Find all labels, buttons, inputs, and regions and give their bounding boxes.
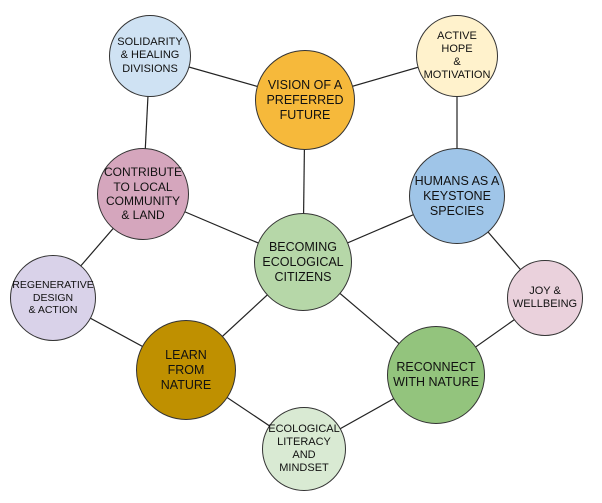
node-label: SOLIDARITY & HEALING DIVISIONS [117, 36, 183, 75]
node-learn-from-nature: LEARN FROM NATURE [136, 320, 236, 420]
node-ecological-literacy-mindset: ECOLOGICAL LITERACY AND MINDSET [262, 407, 346, 491]
node-contribute-to-local-community: CONTRIBUTE TO LOCAL COMMUNITY & LAND [97, 148, 189, 240]
node-joy-wellbeing: JOY & WELLBEING [507, 260, 583, 336]
node-label: HUMANS AS A KEYSTONE SPECIES [414, 173, 500, 218]
node-label: CONTRIBUTE TO LOCAL COMMUNITY & LAND [104, 165, 182, 223]
node-label: BECOMING ECOLOGICAL CITIZENS [262, 239, 344, 284]
node-label: JOY & WELLBEING [512, 284, 578, 310]
node-humans-as-keystone-species: HUMANS AS A KEYSTONE SPECIES [409, 148, 505, 244]
node-label: VISION OF A PREFERRED FUTURE [266, 77, 344, 122]
node-regenerative-design-action: REGENERATIVE DESIGN & ACTION [10, 255, 96, 341]
node-solidarity-healing-divisions: SOLIDARITY & HEALING DIVISIONS [109, 15, 191, 97]
node-label: REGENERATIVE DESIGN & ACTION [12, 279, 94, 317]
node-active-hope-motivation: ACTIVE HOPE & MOTIVATION [416, 15, 498, 97]
node-reconnect-with-nature: RECONNECT WITH NATURE [387, 326, 485, 424]
node-label: ECOLOGICAL LITERACY AND MINDSET [268, 422, 340, 475]
node-label: ACTIVE HOPE & MOTIVATION [423, 29, 491, 82]
node-vision-of-a-preferred-future: VISION OF A PREFERRED FUTURE [255, 50, 355, 150]
node-becoming-ecological-citizens: BECOMING ECOLOGICAL CITIZENS [254, 213, 352, 311]
node-label: RECONNECT WITH NATURE [393, 360, 479, 389]
node-label: LEARN FROM NATURE [160, 347, 212, 392]
